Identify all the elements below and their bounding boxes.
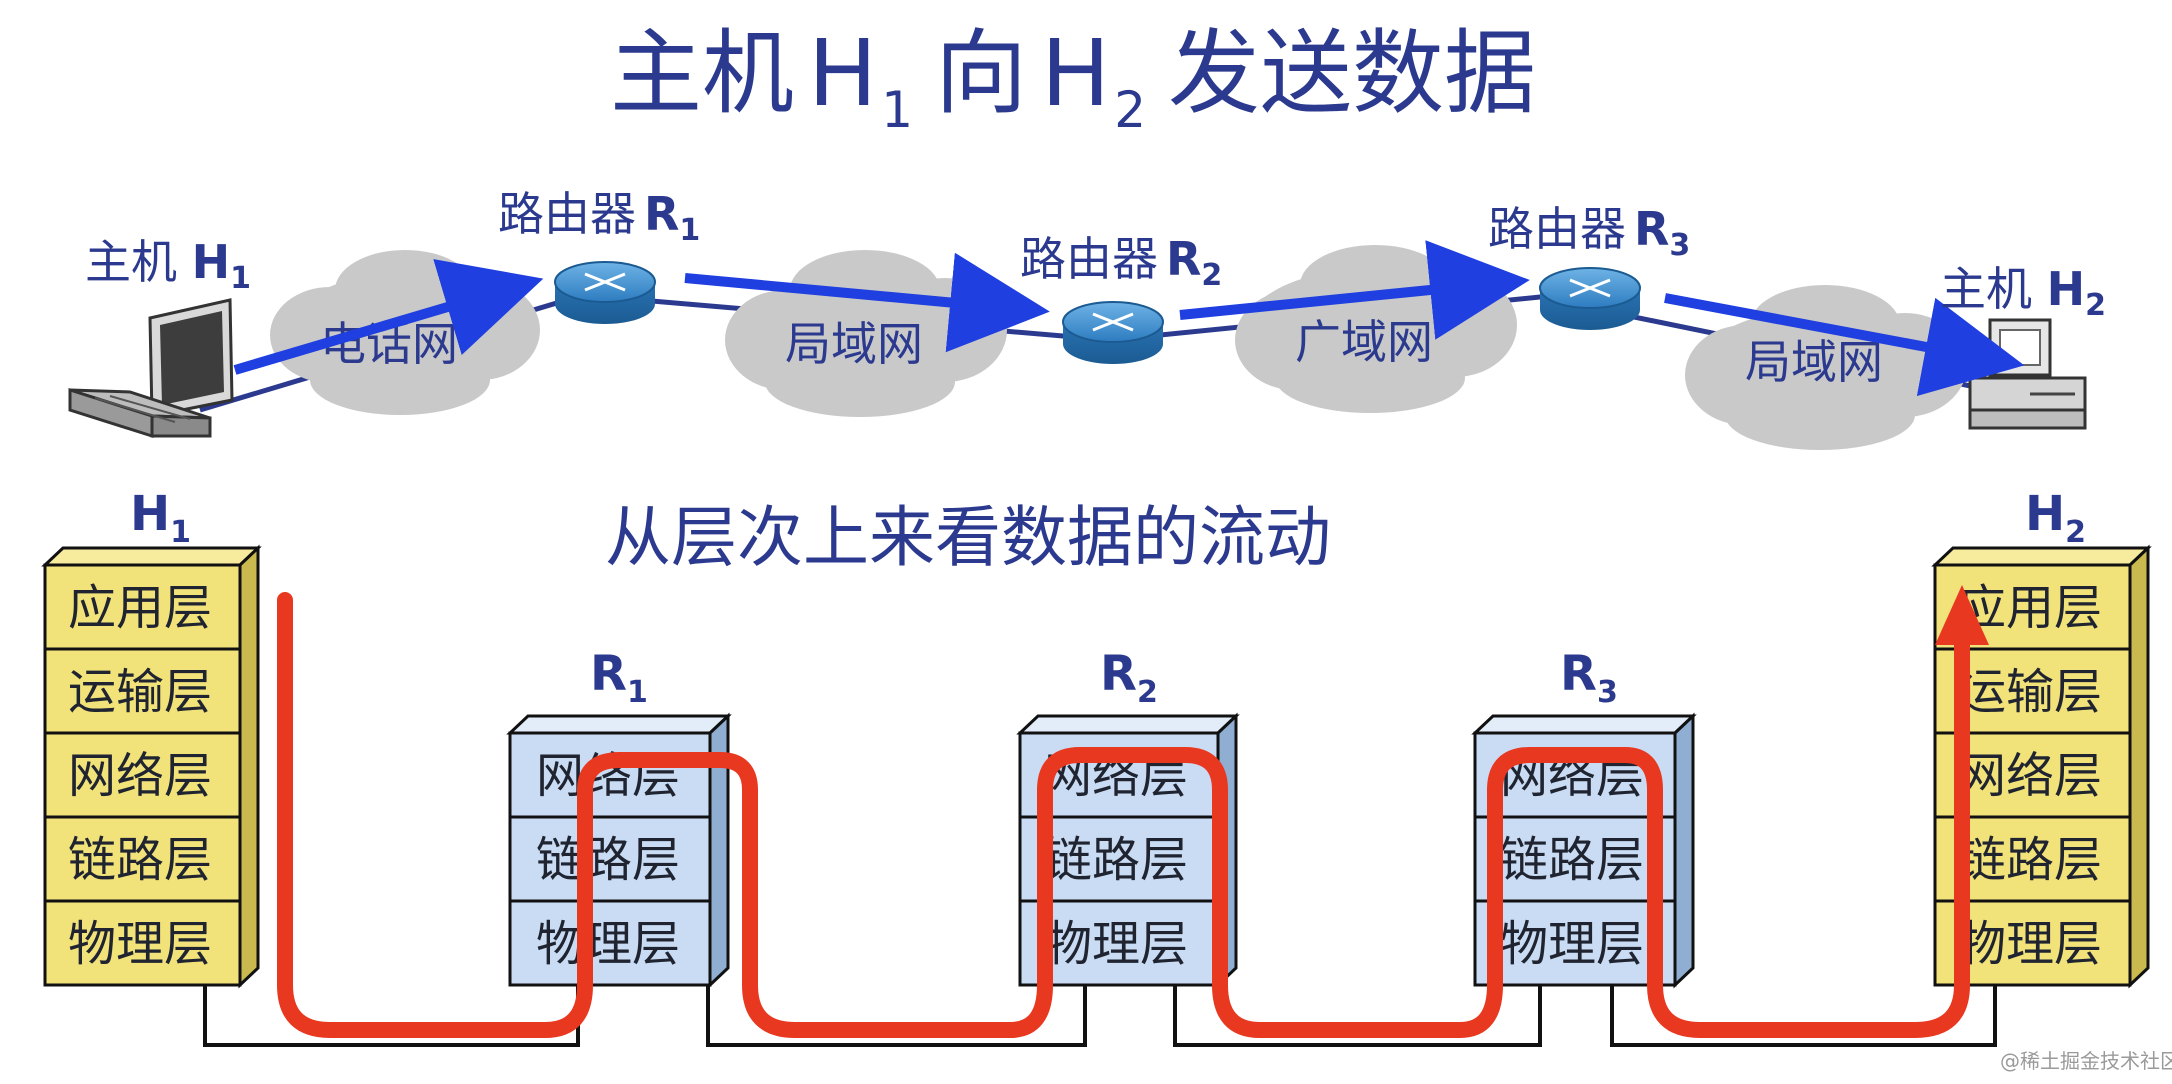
layer-h1-transport: 运输层 (68, 664, 212, 720)
host-h2-label: 主机 H2 (1940, 262, 2106, 323)
layer-stack-h1: 应用层 运输层 网络层 链路层 物理层 (41, 544, 262, 989)
data-flow-arrowhead-icon (1935, 585, 1989, 645)
layer-h1-link: 链路层 (68, 832, 212, 888)
layer-h2-link: 链路层 (1958, 832, 2102, 888)
layer-h1-application: 应用层 (68, 580, 212, 636)
layer-r2-link: 链路层 (1044, 832, 1188, 888)
layer-h1-network: 网络层 (68, 748, 212, 804)
cloud-lan-2 (1685, 285, 1967, 450)
cloud-label-lan-2: 局域网 (1745, 335, 1883, 389)
layer-r2-physical: 物理层 (1044, 916, 1188, 972)
layer-stack-r1: 网络层 链路层 物理层 (506, 712, 732, 989)
host-h1-label: 主机 H1 (85, 235, 251, 296)
stack-label-r1: R1 (590, 646, 648, 710)
watermark: @稀土掘金技术社区 (2000, 1049, 2172, 1073)
layer-h1-physical: 物理层 (68, 916, 212, 972)
layer-r1-physical: 物理层 (536, 916, 680, 972)
layer-h2-network: 网络层 (1958, 748, 2102, 804)
router-r1-icon (554, 261, 656, 324)
cloud-label-wan: 广域网 (1295, 315, 1433, 369)
layer-h2-physical: 物理层 (1958, 916, 2102, 972)
router-r2-icon (1062, 301, 1164, 364)
stack-label-r3: R3 (1560, 646, 1618, 710)
cloud-label-lan-1: 局域网 (785, 317, 923, 371)
laptop-icon (68, 298, 234, 439)
router-r3-icon (1539, 267, 1641, 330)
data-flow-path (277, 592, 1970, 1038)
layer-h2-application: 应用层 (1958, 580, 2102, 636)
layer-h2-transport: 运输层 (1958, 664, 2102, 720)
stack-label-h1: H1 (130, 486, 191, 550)
layer-r3-link: 链路层 (1500, 832, 1644, 888)
stack-label-h2: H2 (2025, 486, 2086, 550)
desktop-computer-icon (1968, 318, 2087, 430)
stack-label-r2: R2 (1100, 646, 1158, 710)
layer-r3-physical: 物理层 (1500, 916, 1644, 972)
data-path-arrows (233, 240, 2025, 397)
layer-r1-link: 链路层 (536, 832, 680, 888)
section-subtitle: 从层次上来看数据的流动 (605, 499, 1331, 576)
